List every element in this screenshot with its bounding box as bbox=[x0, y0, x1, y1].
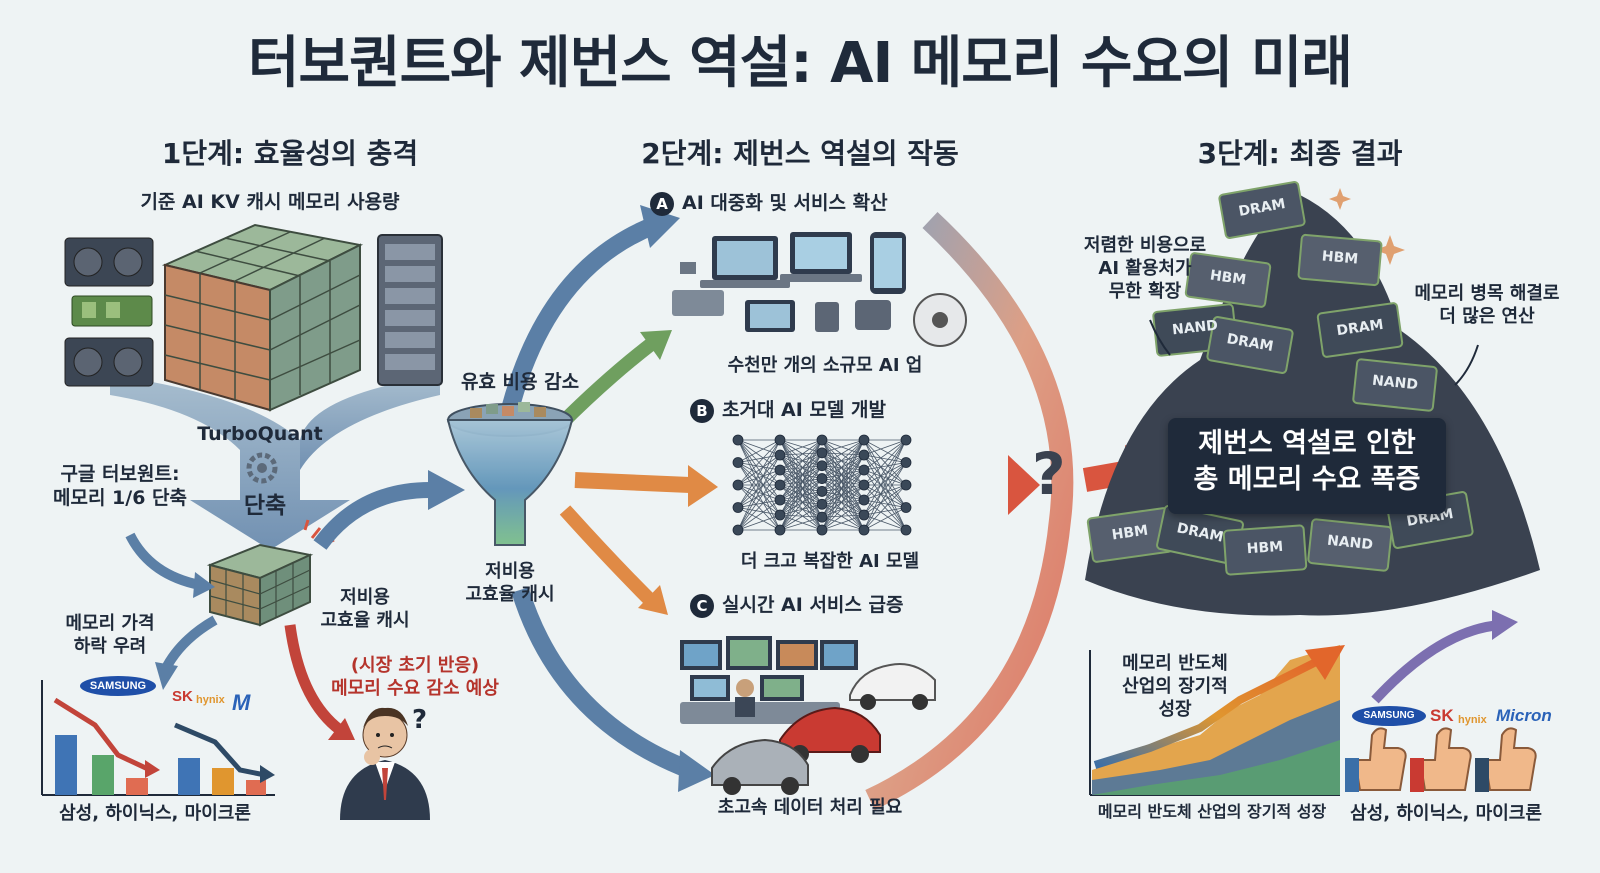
google-arrow bbox=[125, 532, 202, 590]
gpu-card-icon bbox=[64, 237, 154, 387]
memory-chip bbox=[1206, 316, 1294, 374]
branch-c-sub: 초고속 데이터 처리 필요 bbox=[717, 797, 903, 818]
branch-a-sub: 수천만 개의 소규모 AI 업 bbox=[727, 355, 923, 376]
devices-illustration bbox=[672, 232, 967, 347]
memory-chip bbox=[1222, 524, 1308, 576]
market-reaction-label: (시장 초기 반응) 메모리 수요 감소 예상 bbox=[331, 655, 499, 700]
memory-chip bbox=[1307, 518, 1393, 572]
kv-cache-cube-large bbox=[161, 223, 364, 412]
neural-network-icon bbox=[732, 434, 912, 536]
market-reaction-arrow bbox=[284, 624, 344, 735]
falling-price-chart bbox=[41, 680, 275, 796]
lowcost-cache-label-1: 저비용 고효율 캐시 bbox=[320, 587, 410, 632]
growth-caption: 메모리 반도체 산업의 장기적 성장 bbox=[1097, 802, 1327, 821]
memory-chip bbox=[1352, 358, 1438, 412]
kv-cache-cube-small bbox=[206, 543, 314, 627]
funnel-icon bbox=[446, 402, 574, 546]
memory-chip bbox=[1316, 302, 1404, 358]
server-rack-icon bbox=[377, 234, 443, 386]
gear-icon bbox=[246, 452, 278, 484]
right-note: 메모리 병목 해결로 더 많은 연산 bbox=[1414, 283, 1560, 328]
outer-arc bbox=[865, 211, 1074, 810]
rising-arrow bbox=[1371, 620, 1501, 704]
growth-note: 메모리 반도체 산업의 장기적 성장 bbox=[1122, 653, 1228, 721]
question-mark-icon: ? bbox=[412, 705, 427, 735]
baseline-kv-label: 기준 AI KV 캐시 메모리 사용량 bbox=[140, 191, 400, 213]
badge-a: A bbox=[650, 191, 674, 216]
arc-to-a bbox=[496, 216, 659, 432]
badge-b: B bbox=[690, 398, 714, 423]
stage-2-question: ? bbox=[1032, 440, 1066, 508]
stage-3-heading: 3단계: 최종 결과 bbox=[1197, 137, 1403, 170]
left-note: 저렴한 비용으로 AI 활용처가 무한 확장 bbox=[1083, 235, 1207, 303]
arc-to-c-sub bbox=[511, 587, 694, 779]
callout-line-left bbox=[1149, 319, 1171, 356]
hynix-logo-right: hynix bbox=[1458, 714, 1487, 726]
arrow-to-b bbox=[574, 472, 691, 493]
price-fear-label: 메모리 가격 하락 우려 bbox=[65, 613, 155, 658]
samsung-logo-right: SAMSUNG bbox=[1352, 706, 1426, 726]
samsung-logo: SAMSUNG bbox=[80, 676, 156, 696]
stage-1-heading: 1단계: 효율성의 충격 bbox=[161, 137, 419, 170]
badge-c: C bbox=[690, 593, 714, 618]
cars-illustration bbox=[711, 663, 936, 795]
sk-logo-right: SK bbox=[1430, 706, 1454, 725]
hynix-logo: hynix bbox=[196, 694, 225, 706]
worried-investor-icon bbox=[340, 707, 430, 820]
funnel-bottom-label: 저비용 고효율 캐시 bbox=[465, 561, 555, 606]
compression-arrow bbox=[110, 375, 440, 550]
stage-2-heading: 2단계: 제번스 역설의 작동 bbox=[641, 137, 959, 170]
to-funnel-arrow bbox=[313, 482, 431, 550]
thumbs-up-icon bbox=[1345, 727, 1537, 792]
funnel-top-label: 유효 비용 감소 bbox=[460, 371, 580, 393]
micron-logo: Micron bbox=[1496, 706, 1552, 725]
companies-label-right: 삼성, 하이닉스, 마이크론 bbox=[1350, 803, 1542, 824]
arrow-to-c bbox=[559, 505, 655, 605]
branch-b-sub: 더 크고 복잡한 AI 모델 bbox=[740, 551, 920, 572]
page-title: 터보퀀트와 제번스 역설: AI 메모리 수요의 미래 bbox=[248, 31, 1353, 96]
turboquant-label: TurboQuant bbox=[197, 423, 323, 445]
growth-chart bbox=[1089, 645, 1345, 796]
callout-line-right bbox=[1454, 344, 1479, 386]
companies-label-left: 삼성, 하이닉스, 마이크론 bbox=[59, 803, 251, 824]
sk-logo: SK bbox=[172, 688, 193, 705]
result-box: 제번스 역설로 인한 총 메모리 수요 폭증 bbox=[1168, 418, 1446, 514]
memory-chip bbox=[1184, 252, 1272, 308]
memory-chip bbox=[1218, 181, 1306, 239]
compress-label: 단축 bbox=[243, 493, 287, 519]
micron-logo-small: M bbox=[232, 690, 251, 715]
memory-chip bbox=[1297, 233, 1383, 287]
google-turboquant-label: 구글 터보원트: 메모리 1/6 단축 bbox=[52, 463, 187, 510]
